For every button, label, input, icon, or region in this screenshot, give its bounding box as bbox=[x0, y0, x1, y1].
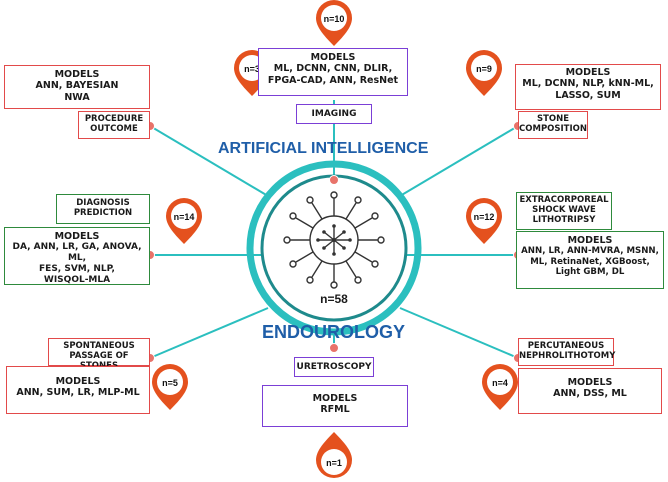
models-line: ML, DCNN, NLP, kNN-ML, bbox=[522, 78, 654, 90]
dot-imaging bbox=[329, 175, 339, 185]
connector-stone bbox=[399, 125, 519, 197]
label-ureteroscopy: URETROSCOPY bbox=[294, 357, 374, 377]
models-box-stone: MODELS ML, DCNN, NLP, kNN-ML, LASSO, SUM bbox=[515, 64, 661, 110]
models-heading: MODELS bbox=[310, 52, 356, 63]
models-heading: MODELS bbox=[54, 69, 100, 80]
title-artificial-intelligence: ARTIFICIAL INTELLIGENCE bbox=[218, 140, 429, 157]
connector-procedure bbox=[149, 125, 269, 197]
pin-ureteroscopy-count: n=1 bbox=[326, 458, 342, 468]
label-pcnl: PERCUTANEOUS NEPHROLITHOTOMY bbox=[518, 338, 616, 366]
pin-eswl-count: n=12 bbox=[474, 212, 495, 222]
label-line: DIAGNOSIS bbox=[76, 198, 130, 208]
models-heading: MODELS bbox=[567, 235, 613, 246]
models-box-diagnosis: MODELS DA, ANN, LR, GA, ANOVA, ML, FES, … bbox=[4, 227, 150, 285]
neural-brain-icon bbox=[283, 191, 385, 289]
models-box-ureteroscopy: MODELS RFML bbox=[262, 385, 408, 427]
models-line: DA, ANN, LR, GA, ANOVA, ML, bbox=[12, 242, 142, 264]
label-imaging: IMAGING bbox=[296, 104, 372, 124]
dot-ureteroscopy bbox=[329, 343, 339, 353]
pin-spontaneous-count: n=5 bbox=[162, 378, 178, 388]
models-line: LASSO, SUM bbox=[555, 89, 621, 101]
models-line: ANN, DSS, ML bbox=[553, 388, 627, 400]
pin-stone-count: n=9 bbox=[476, 64, 492, 74]
models-line: ANN, BAYESIAN bbox=[35, 80, 119, 92]
models-heading: MODELS bbox=[567, 377, 613, 388]
label-line: COMPOSITION bbox=[519, 124, 587, 135]
models-line: RFML bbox=[320, 404, 350, 416]
models-line: WISQOL-MLA bbox=[43, 274, 111, 285]
pin-procedure-count: n=3 bbox=[244, 64, 260, 74]
models-heading: MODELS bbox=[565, 67, 611, 78]
models-heading: MODELS bbox=[312, 393, 358, 404]
pin-imaging-count: n=10 bbox=[324, 14, 345, 24]
label-line: EXTRACORPOREAL bbox=[519, 195, 609, 205]
pin-pcnl-count: n=4 bbox=[492, 378, 508, 388]
connector-pcnl bbox=[399, 307, 519, 359]
models-box-spontaneous: MODELS ANN, SUM, LR, MLP-ML bbox=[6, 366, 150, 414]
label-line: PERCUTANEOUS bbox=[527, 341, 605, 351]
label-line: OUTCOME bbox=[90, 124, 138, 135]
label-procedure-outcome: PROCEDURE OUTCOME bbox=[78, 111, 150, 139]
models-line: FPGA-CAD, ANN, ResNet bbox=[267, 74, 399, 86]
models-line: ML, RetinaNet, XGBoost, bbox=[530, 256, 650, 267]
label-line: SHOCK WAVE bbox=[532, 205, 596, 216]
total-count: n=58 bbox=[320, 292, 348, 306]
models-box-procedure: MODELS ANN, BAYESIAN NWA bbox=[4, 65, 150, 109]
models-line: Light GBM, DL bbox=[555, 267, 625, 278]
label-line: SPONTANEOUS bbox=[63, 341, 135, 351]
pin-diagnosis-count: n=14 bbox=[174, 212, 195, 222]
hub-outer-ring bbox=[246, 160, 422, 336]
label-line: LITHOTRIPSY bbox=[532, 215, 596, 226]
models-box-eswl: MODELS ANN, LR, ANN-MVRA, MSNN, ML, Reti… bbox=[516, 231, 664, 289]
label-eswl: EXTRACORPOREAL SHOCK WAVE LITHOTRIPSY bbox=[516, 192, 612, 230]
models-line: FES, SVM, NLP, bbox=[39, 263, 115, 274]
models-heading: MODELS bbox=[54, 231, 100, 242]
label-diagnosis-prediction: DIAGNOSIS PREDICTION bbox=[56, 194, 150, 224]
label-line: STONE bbox=[536, 114, 570, 124]
label-line: PREDICTION bbox=[73, 208, 133, 219]
models-line: ANN, LR, ANN-MVRA, MSNN, bbox=[521, 246, 659, 257]
models-line: NWA bbox=[64, 91, 90, 103]
title-endourology: ENDOUROLOGY bbox=[262, 322, 406, 342]
models-box-imaging: MODELS ML, DCNN, CNN, DLIR, FPGA-CAD, AN… bbox=[258, 48, 408, 96]
label-line: NEPHROLITHOTOMY bbox=[519, 351, 616, 362]
models-heading: MODELS bbox=[55, 376, 101, 387]
label-line: PROCEDURE bbox=[84, 114, 144, 124]
label-stone-composition: STONE COMPOSITION bbox=[518, 111, 588, 139]
connector-spontaneous bbox=[149, 307, 269, 359]
models-line: ML, DCNN, CNN, DLIR, bbox=[273, 63, 393, 75]
models-line: ANN, SUM, LR, MLP-ML bbox=[16, 387, 140, 399]
models-box-pcnl: MODELS ANN, DSS, ML bbox=[518, 368, 662, 414]
label-spontaneous-passage: SPONTANEOUS PASSAGE OF STONES bbox=[48, 338, 150, 371]
